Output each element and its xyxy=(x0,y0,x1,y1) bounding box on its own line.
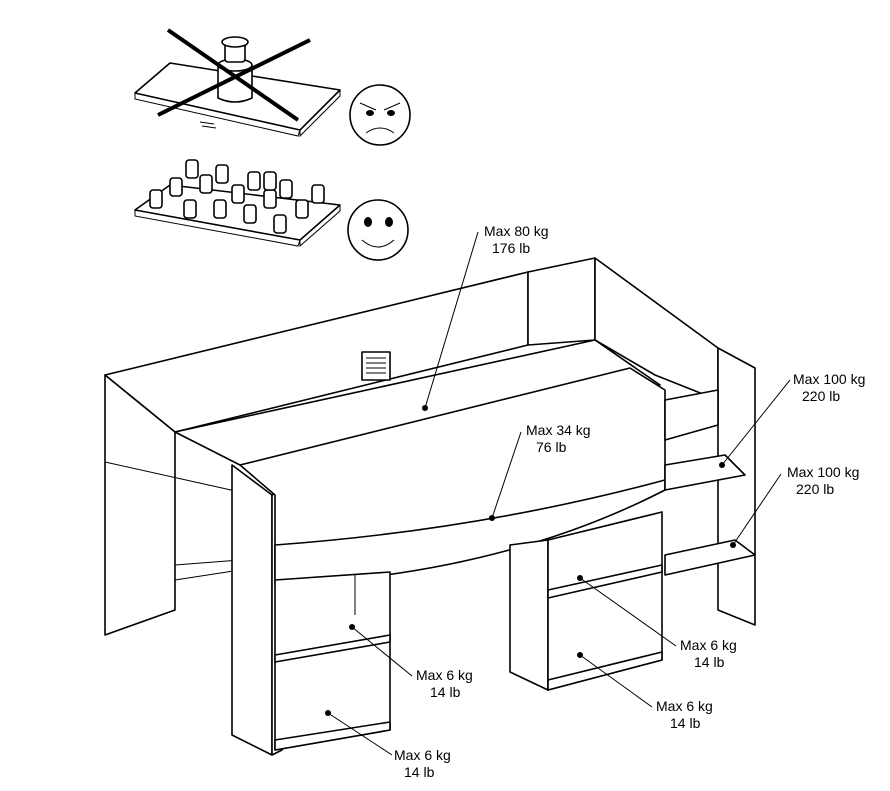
label-lb: 14 lb xyxy=(694,654,725,670)
label-lb: 176 lb xyxy=(492,240,530,256)
load-label-left-shelf-lower: Max 6 kg 14 lb xyxy=(394,747,451,780)
happy-face-icon xyxy=(347,199,409,261)
label-kg: Max 80 kg xyxy=(484,223,549,239)
angry-face-icon xyxy=(349,84,411,146)
load-label-desk-top: Max 34 kg 76 lb xyxy=(526,422,591,455)
label-kg: Max 6 kg xyxy=(680,637,737,653)
label-lb: 220 lb xyxy=(802,388,840,404)
cross-out-icon xyxy=(157,28,311,122)
small-weights-icon xyxy=(149,159,325,234)
load-label-right-shelf-lower: Max 6 kg 14 lb xyxy=(656,698,713,731)
bed-frame xyxy=(104,257,756,756)
load-label-left-shelf-upper: Max 6 kg 14 lb xyxy=(416,667,473,700)
load-label-right-shelf-upper: Max 6 kg 14 lb xyxy=(680,637,737,670)
label-kg: Max 6 kg xyxy=(416,667,473,683)
label-kg: Max 100 kg xyxy=(793,371,865,387)
label-kg: Max 100 kg xyxy=(787,464,859,480)
leader-lines xyxy=(325,231,791,756)
concentrated-load-panel xyxy=(134,28,341,138)
label-kg: Max 34 kg xyxy=(526,422,591,438)
distributed-load-panel xyxy=(134,159,341,248)
label-lb: 14 lb xyxy=(670,715,701,731)
label-lb: 220 lb xyxy=(796,481,834,497)
label-lb: 14 lb xyxy=(430,684,461,700)
label-kg: Max 6 kg xyxy=(394,747,451,763)
load-label-top-shelf: Max 80 kg 176 lb xyxy=(484,223,549,256)
label-kg: Max 6 kg xyxy=(656,698,713,714)
load-label-step-upper: Max 100 kg 220 lb xyxy=(793,371,865,404)
label-lb: 14 lb xyxy=(404,764,435,780)
label-lb: 76 lb xyxy=(536,439,567,455)
load-label-step-lower: Max 100 kg 220 lb xyxy=(787,464,859,497)
